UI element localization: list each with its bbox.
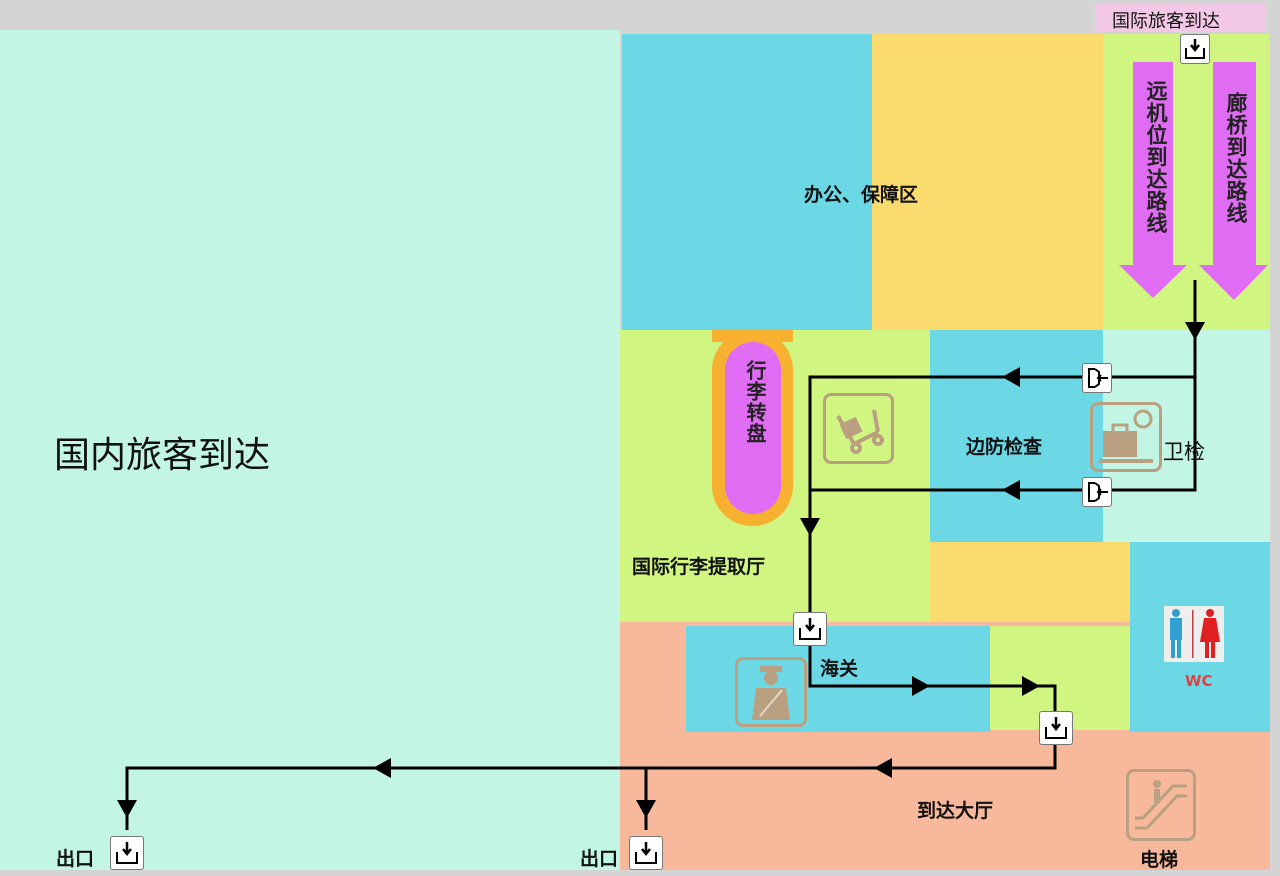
customs-officer-icon: [735, 657, 807, 727]
remote-stand-label: 远机位到达路线: [1144, 80, 1168, 234]
entry-gate-icon: [1180, 34, 1210, 64]
intl-arrivals-label: 国际旅客到达: [1112, 11, 1220, 32]
arrival-hall-label: 到达大厅: [917, 800, 994, 822]
baggage-cart-icon: [823, 393, 894, 464]
jet-bridge-arrow: [1199, 62, 1268, 300]
jet-bridge-label: 廊桥到达路线: [1224, 92, 1248, 224]
entry-gate-icon: [1039, 711, 1073, 745]
intl-arrivals-header: [1095, 4, 1265, 32]
exit-door-icon: [1082, 477, 1112, 507]
exit-gate-icon[interactable]: [110, 836, 144, 870]
wc-label: WC: [1185, 672, 1213, 690]
border-check-zone: [930, 330, 1103, 542]
route-main: [125, 280, 1197, 830]
office-label: 办公、保障区: [804, 184, 919, 206]
luggage-scale-icon: [1090, 402, 1162, 472]
arrow-down: [800, 518, 820, 536]
arrow-left: [1002, 480, 1020, 500]
exit-gate-icon[interactable]: [629, 836, 663, 870]
carousel-label: 行李转盘: [743, 360, 767, 444]
customs-label: 海关: [820, 658, 859, 680]
remote-stand-arrow: [1119, 62, 1187, 298]
baggage-hall-label: 国际行李提取厅: [632, 556, 766, 578]
elevator-label: 电梯: [1140, 849, 1179, 871]
exit-door-icon: [1082, 363, 1112, 393]
quarantine-label: 卫检: [1163, 440, 1205, 464]
office-zone-blue: [622, 34, 872, 330]
restroom-icon: [1164, 606, 1224, 662]
arrow-down: [1185, 322, 1205, 340]
office-zone-yellow: [872, 34, 1103, 330]
entry-gate-icon: [793, 612, 827, 646]
exit-label-2: 出口: [580, 848, 619, 870]
arrow-right: [912, 676, 930, 696]
arrow-left: [874, 758, 892, 778]
carousel-inner: [725, 342, 781, 514]
arrow-left: [373, 758, 391, 778]
domestic-arrivals-zone: [0, 30, 620, 870]
arrow-left: [1002, 367, 1020, 387]
arrow-right: [1022, 676, 1040, 696]
domestic-arrivals-label: 国内旅客到达: [54, 435, 271, 476]
escalator-icon: [1126, 769, 1196, 841]
exit-label-1: 出口: [56, 848, 95, 870]
arrow-down: [117, 800, 137, 818]
yellow-zone: [930, 542, 1130, 626]
arrow-down: [636, 800, 656, 818]
border-check-label: 边防检查: [966, 436, 1043, 458]
